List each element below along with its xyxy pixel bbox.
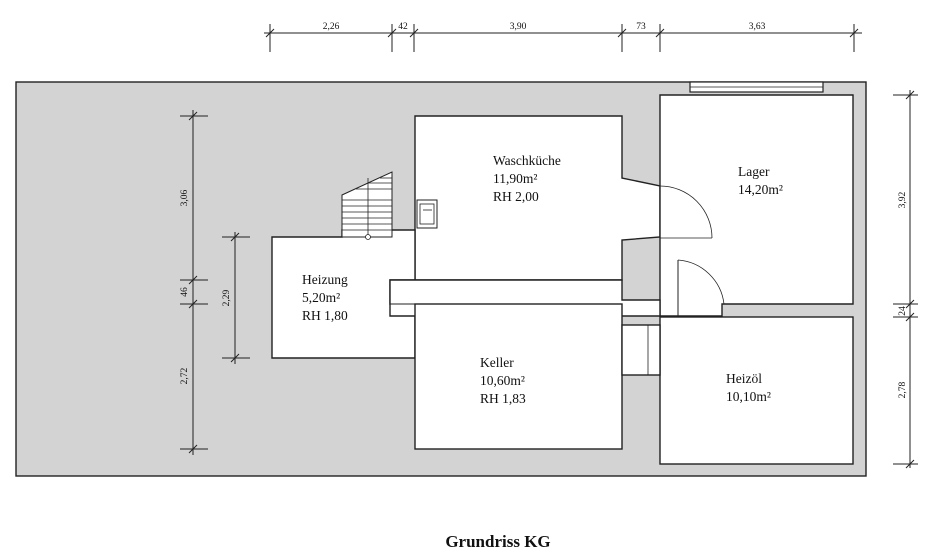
dim-left-inner: 2,29 xyxy=(222,289,232,306)
height-keller: RH 1,83 xyxy=(480,391,526,406)
dim-left-2: 46 xyxy=(180,287,190,297)
dim-right-3: 2,78 xyxy=(898,381,908,398)
dimension-left-inner: 2,29 xyxy=(222,232,250,364)
height-heizung: RH 1,80 xyxy=(302,308,348,323)
dim-left-3: 2,72 xyxy=(180,367,190,384)
room-lager xyxy=(659,94,854,317)
dim-top-5: 3,63 xyxy=(749,22,766,32)
room-keller xyxy=(414,303,623,450)
dim-right-2: 24 xyxy=(898,306,908,316)
height-waschkueche: RH 2,00 xyxy=(493,189,539,204)
dim-top-3: 3,90 xyxy=(510,22,527,32)
dim-right-1: 3,92 xyxy=(898,191,908,208)
label-waschkueche: Waschküche xyxy=(493,153,561,168)
label-heizoel: Heizöl xyxy=(726,371,762,386)
sink-icon xyxy=(416,199,438,229)
area-lager: 14,20m² xyxy=(738,182,783,197)
label-lager: Lager xyxy=(738,164,770,179)
room-heizoel xyxy=(659,316,854,465)
dimension-left-outer: 3,06 46 2,72 xyxy=(180,110,208,455)
area-heizoel: 10,10m² xyxy=(726,389,771,404)
dimension-right: 3,92 24 2,78 xyxy=(893,90,918,469)
area-keller: 10,60m² xyxy=(480,373,525,388)
plan-title: Grundriss KG xyxy=(445,532,550,551)
door-heizoel xyxy=(677,259,725,316)
dim-top-1: 2,26 xyxy=(323,22,340,32)
dim-left-1: 3,06 xyxy=(180,189,190,206)
passage xyxy=(621,324,661,376)
dim-top-4: 73 xyxy=(636,22,646,32)
door-lager xyxy=(659,185,713,239)
staircase xyxy=(341,171,393,240)
area-heizung: 5,20m² xyxy=(302,290,340,305)
label-heizung: Heizung xyxy=(302,272,348,287)
dim-top-2: 42 xyxy=(398,22,408,32)
dimension-top: 2,26 42 3,90 73 3,63 xyxy=(264,22,862,52)
area-waschkueche: 11,90m² xyxy=(493,171,537,186)
label-keller: Keller xyxy=(480,355,514,370)
